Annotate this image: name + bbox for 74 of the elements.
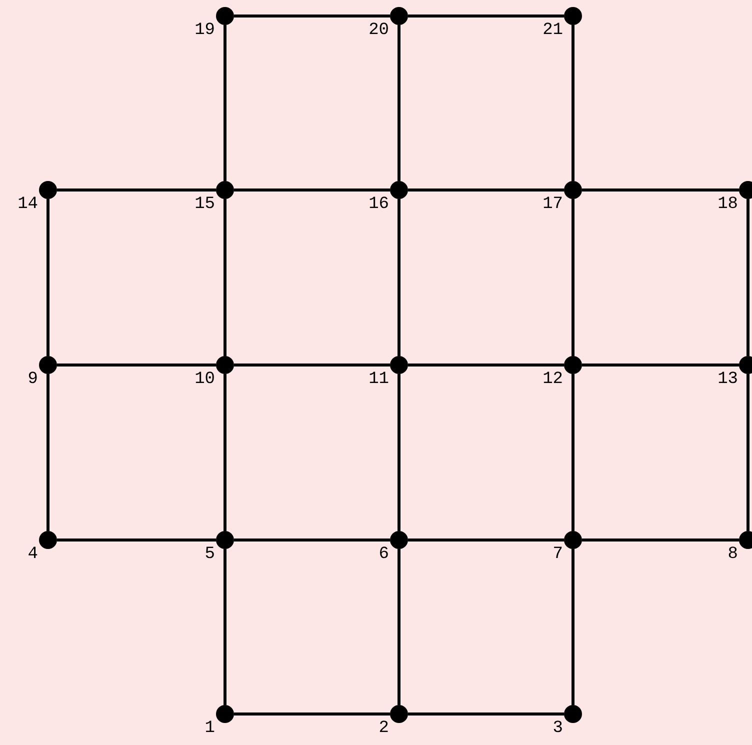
vertex-dot	[216, 181, 234, 199]
vertex-number: 5	[204, 546, 215, 564]
vertex-dot	[564, 356, 582, 374]
vertex-number: 16	[368, 196, 389, 214]
vertex-dot	[739, 356, 752, 374]
edge-line	[572, 199, 574, 356]
edge-line	[234, 188, 390, 192]
edge-line	[572, 25, 574, 181]
edge-line	[234, 364, 390, 366]
edge-line	[408, 14, 564, 18]
vertex-dot	[390, 356, 408, 374]
vertex-dot	[39, 181, 57, 199]
edge-line	[408, 364, 564, 366]
vertex-dot	[216, 356, 234, 374]
vertex-number: 8	[728, 546, 738, 564]
vertex-number: 21	[542, 22, 563, 40]
vertex-dot	[739, 531, 752, 549]
vertex-number: 9	[28, 371, 38, 389]
edge-line	[572, 374, 574, 531]
edge-line	[398, 25, 400, 181]
edge-line	[398, 374, 400, 531]
vertex-dot	[390, 531, 408, 549]
edge-line	[408, 188, 564, 192]
edge-line	[234, 14, 390, 18]
vertex-dot	[564, 705, 582, 723]
edge-line	[46, 374, 50, 531]
edge-line	[582, 188, 739, 192]
vertex-number: 15	[194, 196, 215, 214]
vertex-number: 14	[18, 196, 38, 214]
vertex-dot	[564, 7, 582, 25]
edge-line	[224, 549, 226, 705]
vertex-number: 19	[194, 22, 215, 40]
vertex-dot	[216, 531, 234, 549]
edge-line	[46, 199, 50, 356]
vertex-dot	[390, 705, 408, 723]
edge-line	[408, 712, 564, 716]
vertex-number: 3	[552, 720, 563, 738]
vertex-number: 20	[368, 22, 389, 40]
vertex-number: 13	[718, 371, 738, 389]
edge-line	[224, 374, 226, 531]
vertex-number: 2	[378, 720, 389, 738]
vertex-number: 12	[542, 371, 563, 389]
edge-line	[572, 549, 574, 705]
vertex-number: 11	[368, 371, 389, 389]
vertex-dot	[739, 181, 752, 199]
vertex-dot	[216, 705, 234, 723]
vertex-number: 7	[552, 546, 563, 564]
edge-line	[234, 538, 390, 542]
edge-line	[224, 199, 226, 356]
vertex-number: 4	[28, 546, 38, 564]
vertex-number: 10	[194, 371, 215, 389]
edge-line	[57, 538, 216, 542]
edge-line	[398, 199, 400, 356]
vertex-number: 18	[718, 196, 738, 214]
vertex-dot	[39, 531, 57, 549]
edge-line	[57, 364, 216, 366]
edge-line	[746, 374, 750, 531]
vertex-number: 1	[204, 720, 215, 738]
edge-line	[582, 364, 739, 366]
edge-line	[234, 712, 390, 716]
vertex-dot	[216, 7, 234, 25]
vertex-dot	[390, 181, 408, 199]
vertex-dot	[564, 531, 582, 549]
vertex-number: 6	[378, 546, 389, 564]
edge-line	[57, 188, 216, 192]
edge-line	[408, 538, 564, 542]
edge-line	[398, 549, 400, 705]
vertex-dot	[390, 7, 408, 25]
edge-line	[746, 199, 750, 356]
edge-line	[582, 538, 739, 542]
vertex-dot	[564, 181, 582, 199]
edge-line	[224, 25, 226, 181]
vertex-dot	[39, 356, 57, 374]
vertex-number: 17	[542, 196, 563, 214]
